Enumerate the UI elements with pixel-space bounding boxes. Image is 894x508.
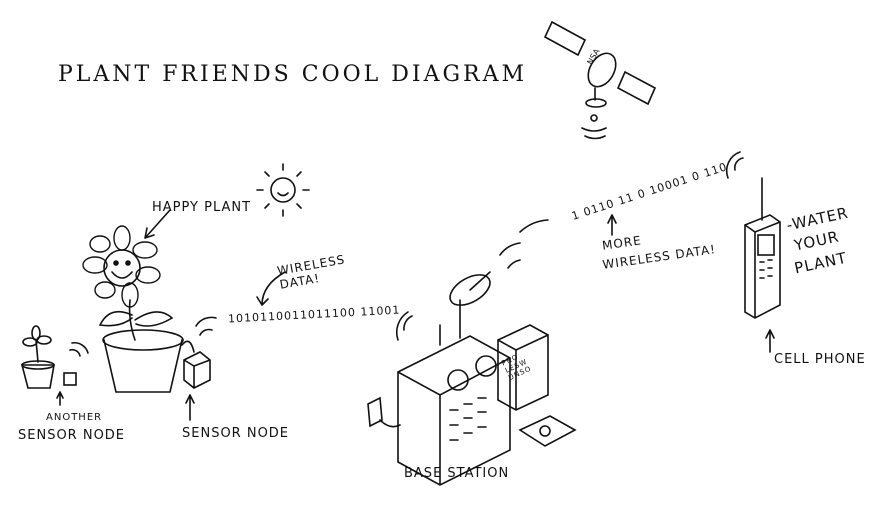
satellite-icon (543, 20, 657, 140)
another-sensor-node-label-1: Another (46, 412, 103, 423)
signal-waves-icon (195, 316, 217, 336)
arrow-icon (56, 391, 64, 406)
another-sensor-node-label-2: Sensor Node (18, 428, 126, 443)
another-sensor-node-icon (63, 372, 77, 386)
sensor-node-icon (181, 340, 211, 389)
page-title: Plant Friends Cool Diagram (58, 62, 528, 87)
base-station-icon (367, 271, 577, 486)
signal-waves-icon (499, 219, 549, 269)
base-station-label: Base Station (404, 466, 510, 481)
small-plant-icon (20, 325, 55, 389)
signal-waves-icon (395, 311, 413, 341)
signal-waves-icon (69, 341, 89, 357)
signal-waves-icon (725, 151, 744, 179)
sensor-node-label: Sensor Node (182, 426, 290, 441)
happy-plant-icon (82, 225, 184, 393)
cell-phone-label: Cell Phone (774, 352, 866, 367)
cell-phone-icon (744, 177, 781, 319)
happy-plant-label: Happy Plant (152, 200, 252, 215)
arrow-icon (607, 214, 617, 236)
sun-icon (256, 163, 310, 217)
arrow-icon (185, 394, 195, 421)
arrow-icon (144, 209, 171, 239)
arrow-icon (256, 271, 286, 306)
arrow-icon (765, 329, 775, 353)
